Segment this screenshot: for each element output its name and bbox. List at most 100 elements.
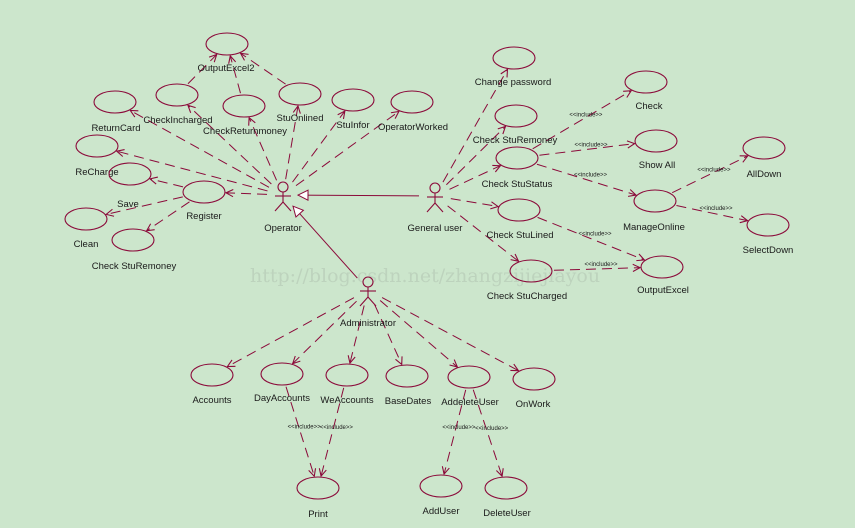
actor-generaluser[interactable]: General user xyxy=(408,182,463,234)
relation-include[interactable]: <<include>> xyxy=(532,91,632,150)
relation-association[interactable] xyxy=(249,118,278,181)
use-case-dayaccounts[interactable]: DayAccounts xyxy=(254,362,310,404)
use-case-ellipse[interactable] xyxy=(155,83,199,107)
use-case-ellipse[interactable] xyxy=(633,189,677,213)
actor-operator[interactable]: Operator xyxy=(264,181,302,234)
use-case-checkstuemoney_gu[interactable]: Check StuRemoney xyxy=(473,104,558,146)
use-case-returncard[interactable]: ReturnCard xyxy=(91,90,141,134)
use-case-recharge[interactable]: ReCharge xyxy=(75,134,119,178)
relation-association[interactable] xyxy=(446,126,505,186)
relation-association[interactable] xyxy=(188,105,272,185)
use-case-ellipse[interactable] xyxy=(222,94,266,118)
use-case-onwork[interactable]: OnWork xyxy=(512,367,556,410)
use-case-ellipse[interactable] xyxy=(512,367,556,391)
relation-include[interactable]: <<include>> xyxy=(285,386,321,476)
use-case-checkincharged[interactable]: CheckIncharged xyxy=(143,83,213,126)
relation-include[interactable]: <<include>> xyxy=(553,262,640,270)
relation-association[interactable] xyxy=(442,69,508,183)
relation-include[interactable]: <<include>> xyxy=(320,387,354,476)
relation-association[interactable] xyxy=(285,106,298,180)
use-case-ellipse[interactable] xyxy=(111,228,155,252)
relation-association[interactable] xyxy=(374,304,402,365)
use-case-adduser[interactable]: AddUser xyxy=(419,474,463,517)
use-case-stuonlined[interactable]: StuOnlined xyxy=(276,82,324,124)
use-case-ellipse[interactable] xyxy=(484,476,528,500)
use-case-ellipse[interactable] xyxy=(64,207,108,231)
use-case-accounts[interactable]: Accounts xyxy=(190,363,234,406)
use-case-print[interactable]: Print xyxy=(296,476,340,520)
use-case-ellipse[interactable] xyxy=(497,198,541,222)
use-case-ellipse[interactable] xyxy=(492,46,536,70)
use-case-ellipse[interactable] xyxy=(419,474,463,498)
use-case-weaccounts[interactable]: WeAccounts xyxy=(320,363,374,406)
relation-association[interactable] xyxy=(117,151,268,192)
relation-association[interactable] xyxy=(295,111,399,187)
relation-association[interactable] xyxy=(187,54,217,85)
use-case-ellipse[interactable] xyxy=(108,162,152,186)
relation-association[interactable] xyxy=(241,53,286,85)
relation-generalization[interactable] xyxy=(298,195,420,196)
use-case-checkstulined[interactable]: Check StuLined xyxy=(486,198,554,241)
use-case-ellipse[interactable] xyxy=(331,88,375,112)
use-case-ellipse[interactable] xyxy=(190,363,234,387)
use-case-save[interactable]: Save xyxy=(108,162,152,210)
use-case-alldown[interactable]: AllDown xyxy=(742,136,786,180)
use-case-manageonline[interactable]: ManageOnline xyxy=(623,189,685,233)
relation-include[interactable]: <<include>> xyxy=(676,205,747,221)
relation-include[interactable]: <<include>> xyxy=(536,163,636,195)
use-case-ellipse[interactable] xyxy=(634,129,678,153)
use-case-changepassword[interactable]: Change password xyxy=(475,46,552,88)
relation-association[interactable] xyxy=(293,300,357,363)
use-case-showall[interactable]: Show All xyxy=(634,129,678,171)
use-case-check[interactable]: Check xyxy=(624,70,668,112)
use-case-ellipse[interactable] xyxy=(509,259,553,283)
relation-association[interactable] xyxy=(227,297,355,367)
use-case-ellipse[interactable] xyxy=(390,90,434,114)
use-case-addeleteuser[interactable]: AddeleteUser xyxy=(441,365,499,408)
use-case-ellipse[interactable] xyxy=(640,255,684,279)
relation-include[interactable]: <<include>> xyxy=(472,389,509,476)
relation-association[interactable] xyxy=(230,56,241,94)
use-case-ellipse[interactable] xyxy=(182,180,226,204)
relation-include[interactable]: <<include>> xyxy=(671,156,748,194)
use-case-ellipse[interactable] xyxy=(495,146,539,170)
relation-association[interactable] xyxy=(449,166,501,190)
use-case-ellipse[interactable] xyxy=(278,82,322,106)
use-case-ellipse[interactable] xyxy=(385,364,429,388)
relation-include[interactable]: <<include>> xyxy=(442,389,476,474)
use-case-clean[interactable]: Clean xyxy=(64,207,108,250)
actor-administrator[interactable]: Administrator xyxy=(340,276,396,329)
use-case-ellipse[interactable] xyxy=(742,136,786,160)
use-case-ellipse[interactable] xyxy=(746,213,790,237)
use-case-ellipse[interactable] xyxy=(205,32,249,56)
use-case-selectdown[interactable]: SelectDown xyxy=(743,213,794,256)
use-case-ellipse[interactable] xyxy=(296,476,340,500)
relation-generalization[interactable] xyxy=(293,206,358,279)
use-case-ellipse[interactable] xyxy=(93,90,137,114)
relation-association[interactable] xyxy=(381,297,518,371)
relation-association[interactable] xyxy=(350,305,365,364)
use-case-ellipse[interactable] xyxy=(624,70,668,94)
use-case-ellipse[interactable] xyxy=(325,363,369,387)
use-case-outputexcel[interactable]: OutputExcel xyxy=(637,255,689,296)
use-case-basedates[interactable]: BaseDates xyxy=(385,364,432,407)
use-case-ellipse[interactable] xyxy=(260,362,304,386)
relation-association[interactable] xyxy=(292,111,344,183)
relation-association[interactable] xyxy=(106,196,183,215)
relation-association[interactable] xyxy=(450,198,498,207)
use-case-deleteuser[interactable]: DeleteUser xyxy=(483,476,531,519)
relation-include[interactable]: <<include>> xyxy=(537,216,645,260)
relation-association[interactable] xyxy=(147,201,190,231)
relation-association[interactable] xyxy=(379,300,457,367)
relation-association[interactable] xyxy=(130,110,270,188)
use-case-checksturemoney_op[interactable]: Check StuRemoney xyxy=(92,228,177,272)
use-case-register[interactable]: Register xyxy=(182,180,226,222)
use-case-ellipse[interactable] xyxy=(447,365,491,389)
relation-association[interactable] xyxy=(150,179,184,188)
use-case-stuinfor[interactable]: StuInfor xyxy=(331,88,375,131)
relation-include[interactable]: <<include>> xyxy=(539,142,634,156)
use-case-outputexcel2[interactable]: OutputExcel2 xyxy=(197,32,255,74)
use-case-checkreturnmoney[interactable]: CheckReturnmoney xyxy=(203,94,287,137)
relation-association[interactable] xyxy=(226,193,268,195)
use-case-ellipse[interactable] xyxy=(494,104,538,128)
